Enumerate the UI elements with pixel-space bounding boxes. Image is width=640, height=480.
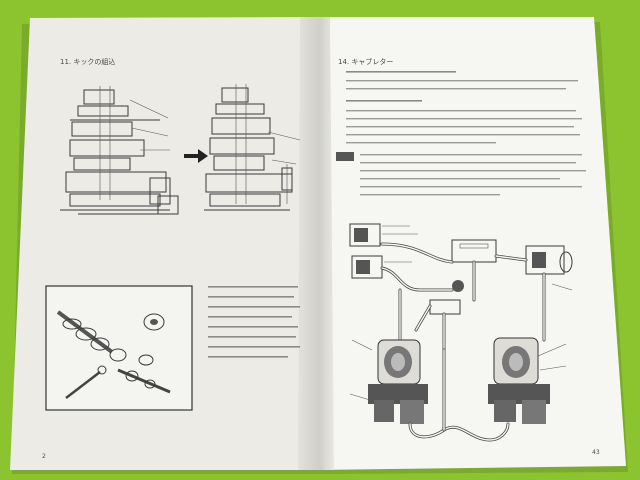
right-section-heading: 14. キャブレター	[338, 57, 393, 66]
kick-parts-illustration	[56, 310, 171, 399]
arrow-icon	[184, 149, 208, 163]
kick-assembly-diagram-before	[60, 86, 179, 215]
right-page-number: 43	[592, 449, 600, 456]
left-text-lines	[208, 286, 300, 358]
parts-photo-frame	[45, 285, 193, 411]
kick-assembly-diagram-after	[204, 84, 301, 211]
page-gutter	[298, 17, 334, 470]
right-text-lines	[336, 71, 586, 196]
carburetor-hose-diagram	[349, 223, 573, 442]
right-page	[316, 17, 626, 470]
note-label-box	[336, 152, 354, 161]
left-section-heading: 11. キックの組込	[60, 57, 115, 66]
left-page-number: 2	[42, 453, 46, 460]
